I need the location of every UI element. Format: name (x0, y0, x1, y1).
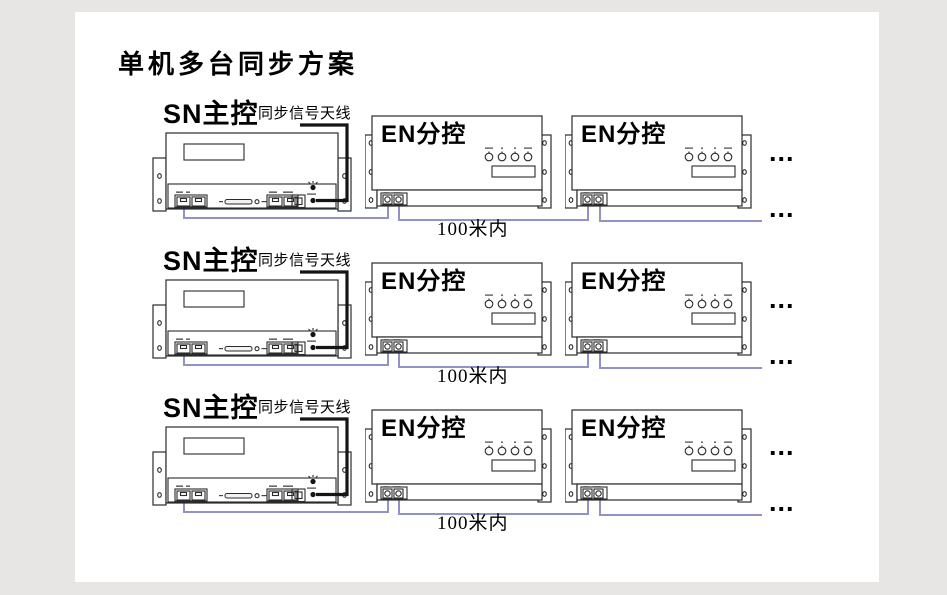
more-devices-ellipsis: ... (769, 431, 795, 461)
en-slave-label-1: EN分控 (381, 268, 467, 295)
more-devices-ellipsis: ... (769, 284, 795, 314)
sync-scheme-row-3: SN主控 同步信号天线 EN分控 EN分控 100米内 ... ... (0, 389, 947, 541)
antenna-cable (300, 270, 349, 350)
signal-wire (398, 352, 589, 368)
signal-wire (599, 499, 762, 516)
distance-label: 100米内 (437, 513, 509, 534)
en-slave-label-2: EN分控 (581, 121, 667, 148)
en-slave-label-2: EN分控 (581, 268, 667, 295)
row-diagram (152, 409, 762, 516)
more-devices-ellipsis: ... (769, 137, 795, 167)
sync-antenna-label: 同步信号天线 (258, 106, 352, 122)
en-slave-label-2: EN分控 (581, 415, 667, 442)
row-diagram (152, 262, 762, 369)
distance-label: 100米内 (437, 366, 509, 387)
signal-wire (599, 205, 762, 222)
sync-antenna-label: 同步信号天线 (258, 400, 352, 416)
sn-master-label: SN主控 (163, 393, 259, 423)
sn-master-label: SN主控 (163, 246, 259, 276)
sync-scheme-row-2: SN主控 同步信号天线 EN分控 EN分控 100米内 ... ... (0, 242, 947, 394)
page-title: 单机多台同步方案 (118, 49, 359, 79)
signal-wire (599, 352, 762, 369)
sync-antenna-label: 同步信号天线 (258, 253, 352, 269)
more-wire-ellipsis: ... (769, 340, 795, 370)
antenna-cable (300, 123, 349, 203)
signal-wire (183, 205, 389, 219)
signal-wire (183, 499, 389, 513)
en-slave-label-1: EN分控 (381, 415, 467, 442)
sync-scheme-row-1: SN主控 同步信号天线 EN分控 EN分控 100米内 ... ... (0, 95, 947, 247)
en-slave-label-1: EN分控 (381, 121, 467, 148)
more-wire-ellipsis: ... (769, 193, 795, 223)
more-wire-ellipsis: ... (769, 487, 795, 517)
distance-label: 100米内 (437, 219, 509, 240)
sn-master-label: SN主控 (163, 99, 259, 129)
signal-wire (398, 205, 589, 221)
row-diagram (152, 115, 762, 222)
signal-wire (398, 499, 589, 515)
antenna-cable (300, 417, 349, 497)
signal-wire (183, 352, 389, 366)
